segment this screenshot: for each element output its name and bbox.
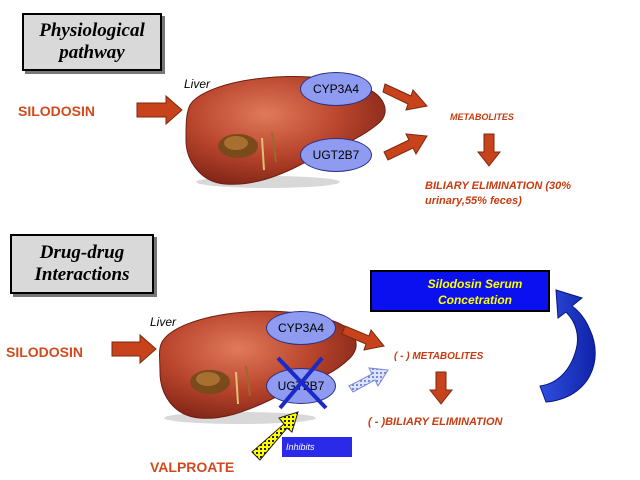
serum-line1: Silodosin Serum xyxy=(427,277,523,291)
bottom-silodosin-label: SILODOSIN xyxy=(6,344,84,360)
bottom-metabolites-biliary-arrow xyxy=(428,371,454,405)
top-ugt2b7-text: UGT2B7 xyxy=(312,148,360,162)
bottom-ugt-metabolites-arrow xyxy=(348,367,389,393)
top-panel-title-text: Physiological pathway xyxy=(39,20,145,63)
bottom-silodosin-arrow xyxy=(111,333,157,365)
top-biliary-line2: urinary,55% feces) xyxy=(425,195,522,207)
bottom-metabolites-label: ( - ) METABOLITES xyxy=(394,351,484,362)
bottom-biliary-label: ( - )BILIARY ELIMINATION xyxy=(368,416,503,428)
bottom-title-line1: Drug-drug xyxy=(39,242,125,263)
bottom-title-line2: Interactions xyxy=(34,264,130,285)
top-cyp-metabolites-arrow xyxy=(382,83,428,111)
top-metabolites-label: METABOLITES xyxy=(450,112,514,122)
bottom-cyp3a4-enzyme: CYP3A4 xyxy=(266,311,336,345)
top-silodosin-label: SILODOSIN xyxy=(18,103,96,119)
inhibits-label: Inhibits xyxy=(286,442,315,452)
top-silodosin-arrow xyxy=(136,94,183,126)
feedback-curved-arrow xyxy=(539,289,596,403)
bottom-cyp3a4-text: CYP3A4 xyxy=(277,321,325,335)
top-cyp3a4-enzyme: CYP3A4 xyxy=(300,72,372,106)
bottom-cyp-metabolites-arrow xyxy=(341,325,385,351)
bottom-panel-title: Drug-drug Interactions xyxy=(10,234,154,294)
valproate-inhibit-arrow xyxy=(251,411,299,461)
top-liver-label: Liver xyxy=(184,77,211,91)
top-cyp3a4-text: CYP3A4 xyxy=(312,82,360,96)
top-ugt-metabolites-arrow xyxy=(383,133,428,161)
top-metabolites-biliary-arrow xyxy=(476,133,502,167)
top-panel-title: Physiological pathway xyxy=(22,13,162,71)
serum-line2: Concetration xyxy=(437,293,512,307)
top-biliary-line1: BILIARY ELIMINATION (30% xyxy=(425,180,572,192)
inhibition-cross-icon xyxy=(276,356,328,410)
serum-concentration-text: Silodosin Serum Concetration xyxy=(402,276,548,308)
inhibits-label-box: Inhibits xyxy=(282,437,352,457)
bottom-liver-label: Liver xyxy=(150,315,177,329)
serum-concentration-box: Silodosin Serum Concetration xyxy=(370,270,550,312)
valproate-label: VALPROATE xyxy=(150,459,235,475)
top-ugt2b7-enzyme: UGT2B7 xyxy=(300,138,372,172)
